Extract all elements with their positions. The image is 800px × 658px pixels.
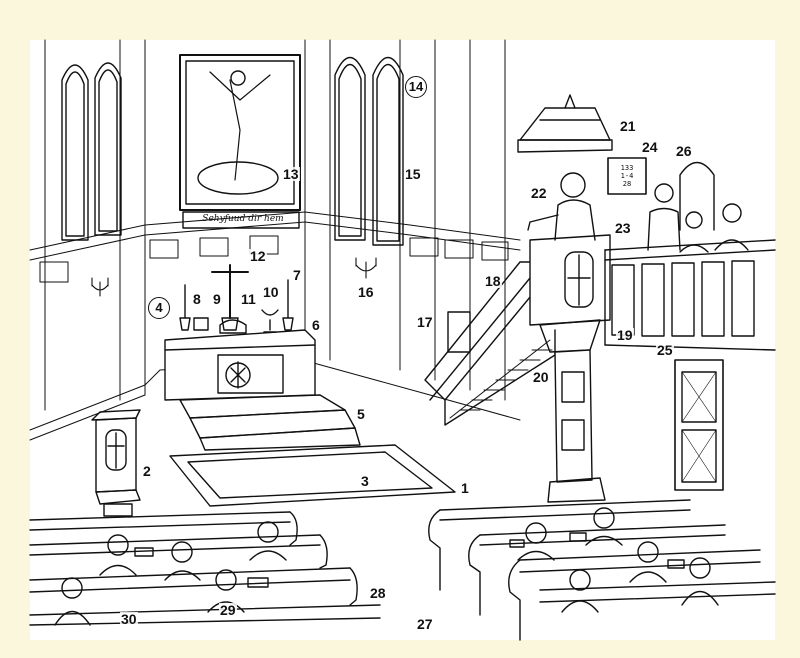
hymn-number-2: 1-4 — [620, 172, 634, 180]
label-13: 13 — [282, 166, 300, 182]
label-28: 28 — [369, 585, 387, 601]
label-10: 10 — [262, 284, 280, 300]
label-18: 18 — [484, 273, 502, 289]
label-23: 23 — [614, 220, 632, 236]
label-2: 2 — [142, 463, 152, 479]
wall-sconce-right — [355, 257, 377, 279]
label-15: 15 — [404, 166, 422, 182]
label-27: 27 — [416, 616, 434, 632]
label-29: 29 — [219, 602, 237, 618]
pews-right — [428, 499, 776, 641]
sounding-board — [517, 94, 613, 153]
pulpit — [529, 234, 611, 503]
wall-sconce-left — [91, 277, 109, 297]
pews-left — [29, 511, 381, 626]
altar-painting — [179, 54, 301, 229]
label-11: 11 — [240, 291, 257, 307]
gallery — [604, 161, 776, 351]
label-30: 30 — [120, 611, 138, 627]
label-24: 24 — [641, 139, 659, 155]
window-left-1 — [61, 64, 89, 241]
congregation — [54, 507, 719, 626]
label-3: 3 — [360, 473, 370, 489]
hymn-number-3: 28 — [622, 180, 632, 188]
label-4: 4 — [148, 297, 170, 319]
hymn-board — [607, 157, 647, 195]
hymn-board-numbers: 133 1-4 28 — [612, 164, 642, 188]
painting-banner-text: Sehyfuud dir hem — [202, 214, 284, 224]
side-door — [674, 359, 724, 491]
carpet — [169, 444, 456, 507]
window-right-1 — [334, 56, 366, 241]
label-5: 5 — [356, 406, 366, 422]
label-8: 8 — [192, 291, 202, 307]
hymn-number-1: 133 — [620, 164, 634, 172]
label-19: 19 — [616, 327, 634, 343]
label-22: 22 — [530, 185, 548, 201]
window-right-2 — [372, 56, 404, 246]
label-16: 16 — [357, 284, 375, 300]
label-26: 26 — [675, 143, 693, 159]
wall-door — [447, 311, 471, 353]
lectern — [91, 409, 141, 517]
window-left-2 — [94, 62, 122, 236]
label-7: 7 — [292, 267, 302, 283]
label-25: 25 — [656, 342, 674, 358]
label-14: 14 — [405, 76, 427, 98]
label-6: 6 — [311, 317, 321, 333]
paper-area — [30, 40, 775, 640]
label-20: 20 — [532, 369, 550, 385]
preacher — [527, 172, 596, 241]
label-1: 1 — [460, 480, 470, 496]
label-17: 17 — [416, 314, 434, 330]
label-9: 9 — [212, 291, 222, 307]
altar — [164, 264, 316, 401]
label-12: 12 — [249, 248, 267, 264]
altar-steps — [179, 394, 361, 451]
label-21: 21 — [619, 118, 637, 134]
